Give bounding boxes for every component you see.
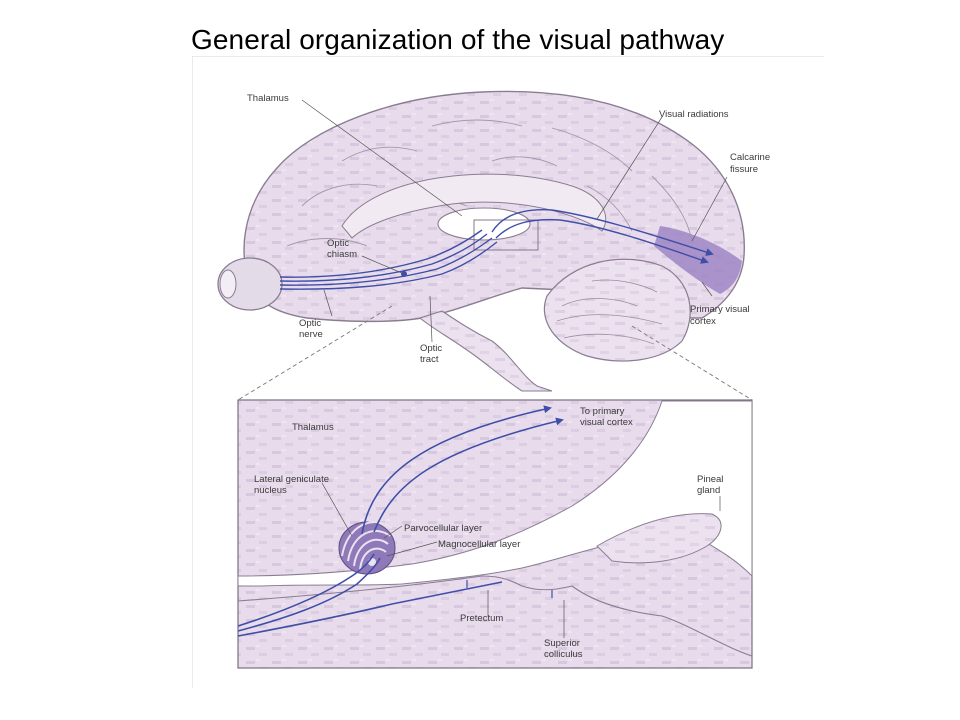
label-to-cortex-2: visual cortex — [580, 417, 633, 428]
cerebellum-folia — [556, 279, 663, 345]
label-optic-tract-2: tract — [420, 354, 439, 365]
brainstem-shape — [418, 310, 553, 392]
label-parvocellular: Parvocellular layer — [404, 523, 482, 534]
label-primary-visual-1: Primary visual — [690, 304, 750, 315]
label-optic-chiasm-2: chiasm — [327, 249, 357, 260]
inset-leader-lines — [321, 482, 721, 638]
lens — [219, 269, 237, 299]
lgn-inset — [237, 399, 753, 669]
figure-svg: Thalamus Visual radiations Calcarine fis… — [191, 55, 824, 688]
zoom-dashed-lines — [237, 305, 753, 401]
upper-labels: Thalamus Visual radiations Calcarine fis… — [247, 93, 770, 365]
label-calcarine-1: Calcarine — [730, 152, 770, 163]
label-to-cortex-1: To primary — [580, 406, 625, 417]
pineal-gland-shape — [596, 513, 722, 564]
pretectum-ticks — [466, 580, 553, 598]
label-optic-nerve-1: Optic — [299, 318, 321, 329]
label-thalamus: Thalamus — [247, 93, 289, 104]
label-primary-visual-2: cortex — [690, 316, 716, 327]
lgn-layers — [338, 521, 396, 575]
label-superior-colliculus-2: colliculus — [544, 649, 583, 660]
label-optic-chiasm-1: Optic — [327, 238, 349, 249]
visual-radiations-fibers — [491, 209, 714, 264]
label-lgn-2: nucleus — [254, 485, 287, 496]
label-pretectum: Pretectum — [460, 613, 503, 624]
eyeball — [217, 257, 283, 311]
cerebellum-shape — [543, 258, 691, 362]
label-superior-colliculus-1: Superior — [544, 638, 580, 649]
thalamus-region — [437, 207, 531, 241]
label-lgn-1: Lateral geniculate — [254, 474, 329, 485]
inset-labels: Thalamus To primary visual cortex Latera… — [254, 406, 723, 660]
inset-fibers — [237, 405, 564, 637]
optic-pathway-fibers — [279, 229, 498, 290]
label-optic-tract-1: Optic — [420, 343, 442, 354]
label-pineal-2: gland — [697, 485, 720, 496]
slide-title: General organization of the visual pathw… — [191, 24, 725, 55]
label-calcarine-2: fissure — [730, 164, 758, 175]
label-pineal-1: Pineal — [697, 474, 723, 485]
upper-leader-lines — [301, 99, 728, 343]
label-optic-nerve-2: nerve — [299, 329, 323, 340]
label-magnocellular: Magnocellular layer — [438, 539, 520, 550]
midbrain-contour — [237, 575, 753, 657]
visual-pathway-figure: Thalamus Visual radiations Calcarine fis… — [191, 55, 824, 688]
label-inset-thalamus: Thalamus — [292, 422, 334, 433]
corpus-callosum — [341, 173, 607, 239]
label-visual-radiations: Visual radiations — [659, 109, 729, 120]
